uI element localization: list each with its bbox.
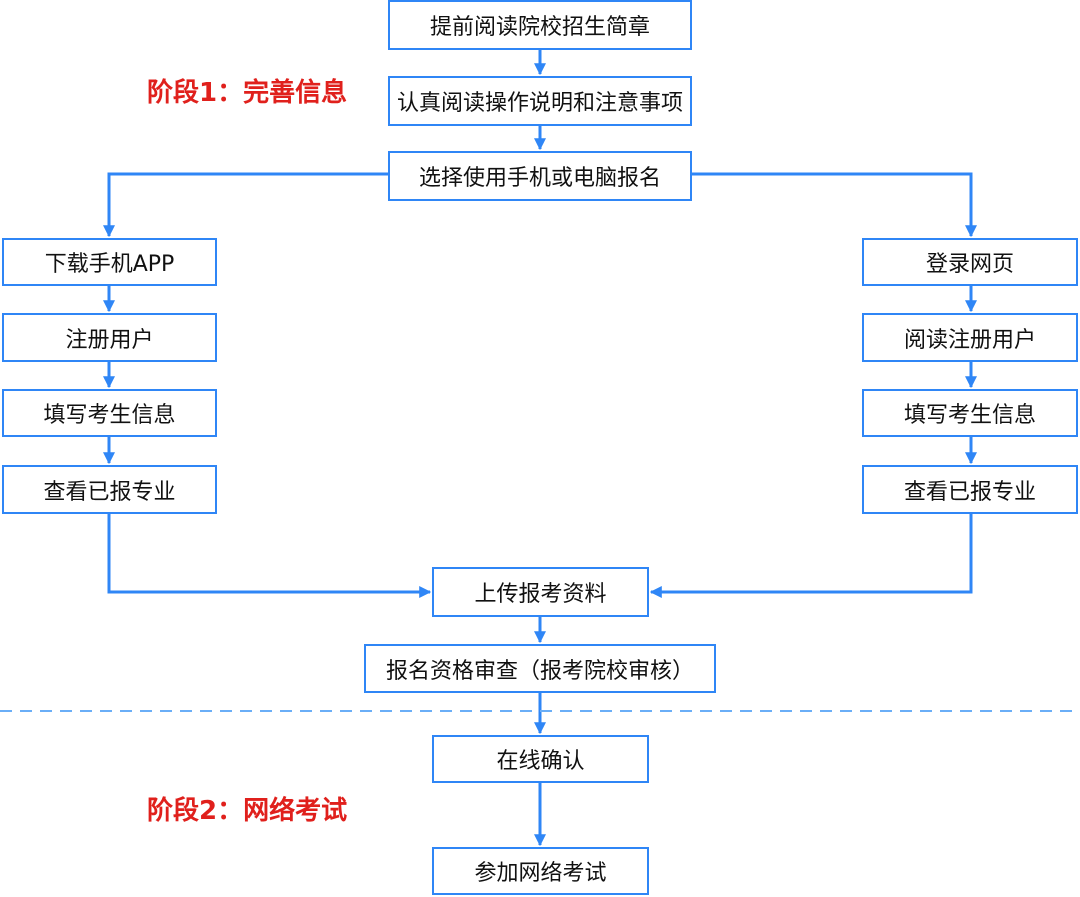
arrow-web-to-upload (649, 514, 973, 598)
arrow-choose-to-mobile (103, 172, 388, 238)
step-upload-materials: 上传报考资料 (432, 567, 649, 617)
stage2-label: 阶段2：网络考试 (147, 796, 348, 826)
step-read-brochure: 提前阅读院校招生简章 (388, 0, 692, 50)
step-online-exam: 参加网络考试 (432, 847, 649, 895)
stage1-label: 阶段1：完善信息 (147, 78, 348, 108)
step-choose-device: 选择使用手机或电脑报名 (388, 151, 692, 201)
mobile-fill-info: 填写考生信息 (2, 389, 217, 437)
mobile-register: 注册用户 (2, 313, 217, 362)
arrow-mobile-to-upload (107, 514, 432, 598)
web-fill-info: 填写考生信息 (862, 389, 1078, 437)
mobile-view-majors: 查看已报专业 (2, 465, 217, 514)
web-login: 登录网页 (862, 238, 1078, 286)
step-read-instructions: 认真阅读操作说明和注意事项 (388, 76, 692, 126)
step-online-confirm: 在线确认 (432, 735, 649, 783)
arrow-choose-to-web (692, 172, 977, 238)
mobile-download-app: 下载手机APP (2, 238, 217, 286)
step-qualification-review: 报名资格审查（报考院校审核） (364, 644, 716, 693)
web-view-majors: 查看已报专业 (862, 465, 1078, 514)
web-read-register: 阅读注册用户 (862, 313, 1078, 362)
